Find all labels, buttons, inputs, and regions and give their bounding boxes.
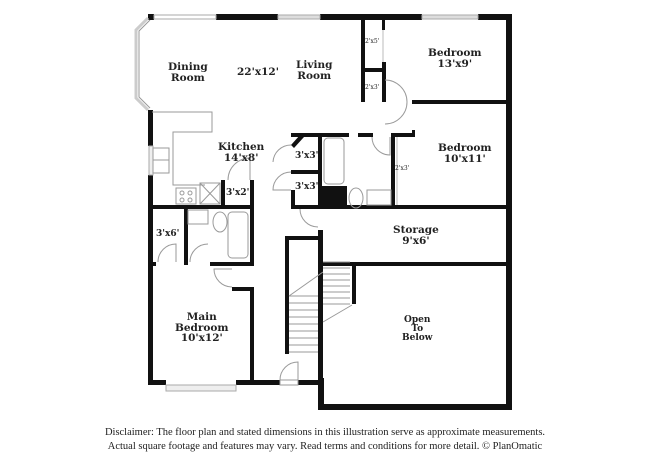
closet-label: 3'x6' — [156, 229, 180, 239]
closet-label: 2'x3' — [395, 165, 410, 172]
windows — [134, 14, 479, 392]
closet-label: 2'x5' — [365, 38, 380, 45]
disclaimer-line-2: Actual square footage and features may v… — [107, 441, 543, 452]
room-name: Dining — [168, 61, 208, 73]
room-dimensions-dining-living: 22'x12' — [237, 66, 279, 78]
room-label-storage: Storage 9'x6' — [393, 224, 439, 247]
room-name: Room — [170, 71, 205, 84]
interior-walls — [148, 20, 512, 390]
room-label-bedroom-2: Bedroom 10'x11' — [438, 142, 492, 165]
room-label-dining: Dining Room — [168, 62, 208, 83]
room-label-kitchen: Kitchen 14'x8' — [218, 141, 265, 164]
room-label-living: Living Room — [296, 59, 333, 82]
room-label-bedroom-1: Bedroom 13'x9' — [428, 47, 482, 70]
closet-label: 2'x3' — [365, 84, 380, 91]
disclaimer-line-1: Disclaimer: The floor plan and stated di… — [104, 427, 546, 438]
staircase — [288, 261, 353, 353]
closet-label: 3'x2' — [226, 188, 250, 198]
exterior-walls — [148, 14, 512, 410]
disclaimer: Disclaimer: The floor plan and stated di… — [0, 426, 650, 454]
room-label-main-bedroom: Main Bedroom 10'x12' — [175, 311, 229, 344]
fixtures — [152, 30, 408, 386]
room-label-open-to-below: Open To Below — [402, 315, 433, 343]
closet-label: 3'x3' — [295, 182, 319, 192]
closet-label: 3'x3' — [295, 151, 319, 161]
